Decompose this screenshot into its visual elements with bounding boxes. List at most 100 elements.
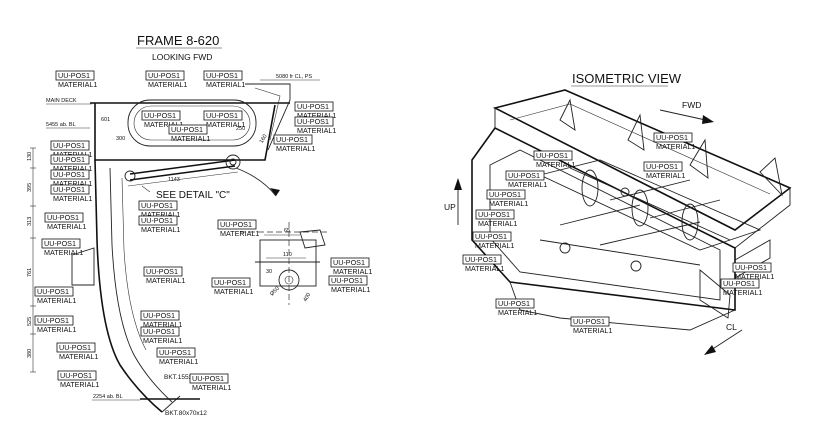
tag-material: MATERIAL1 xyxy=(297,111,336,120)
tag-material: MATERIAL1 xyxy=(220,229,259,238)
tag-material: MATERIAL1 xyxy=(59,352,98,361)
tag-material: MATERIAL1 xyxy=(44,248,83,257)
tag-material: MATERIAL1 xyxy=(141,210,180,219)
iso-pin-3 xyxy=(620,187,630,197)
up-arrowhead xyxy=(454,178,462,190)
iso-girder-3 xyxy=(649,199,721,219)
tag-material: MATERIAL1 xyxy=(171,134,210,143)
tag-part-number: UU-POS1 xyxy=(276,135,308,144)
dim-300: 300 xyxy=(116,136,125,142)
strut-pin-right-inner xyxy=(229,158,237,166)
tag-material: MATERIAL1 xyxy=(214,287,253,296)
tag-part-number: UU-POS1 xyxy=(508,171,540,180)
tag-part-number: UU-POS1 xyxy=(146,267,178,276)
iso-girder-2 xyxy=(609,179,691,201)
iso-strut-2 xyxy=(631,189,649,227)
up-label: UP xyxy=(444,202,456,212)
tag-material: MATERIAL1 xyxy=(276,144,315,153)
tag-part-number: UU-POS1 xyxy=(141,216,173,225)
tag-material: MATERIAL1 xyxy=(53,179,92,188)
strut-pin-left xyxy=(124,170,136,182)
tag-material: MATERIAL1 xyxy=(646,171,685,180)
tag-part-number: UU-POS1 xyxy=(723,279,755,288)
tag-material: MATERIAL1 xyxy=(146,276,185,285)
dim-130: 130 xyxy=(27,152,33,161)
frame-subtitle: LOOKING FWD xyxy=(152,52,212,62)
detail-pin-center xyxy=(284,275,294,285)
iso-pin-1 xyxy=(559,242,571,254)
tag-material: MATERIAL1 xyxy=(37,296,76,305)
tag-part-number: UU-POS1 xyxy=(478,210,510,219)
tag-part-number: UU-POS1 xyxy=(573,317,605,326)
tag-layer: UU-POS1MATERIAL1UU-POS1MATERIAL1UU-POS1M… xyxy=(34,70,774,392)
dim-313: 313 xyxy=(27,217,33,226)
tag-material: MATERIAL1 xyxy=(47,222,86,231)
tag-part-number: UU-POS1 xyxy=(53,141,85,150)
detail-c-section: 65 110 Ø50 30 400 xyxy=(240,222,330,305)
dim-5080: 5080 fr CL, PS xyxy=(276,74,312,80)
dim-30: 30 xyxy=(266,269,272,275)
tag-part-number: UU-POS1 xyxy=(331,276,363,285)
tag-part-number: UU-POS1 xyxy=(206,71,238,80)
tag-material: MATERIAL1 xyxy=(206,120,245,129)
hull-frame-flange xyxy=(121,177,147,351)
bracket-2-label: BKT.80x70x12 xyxy=(165,410,207,417)
tag-material: MATERIAL1 xyxy=(735,272,774,281)
bracket-web xyxy=(254,87,281,141)
tag-part-number: UU-POS1 xyxy=(656,133,688,142)
tag-material: MATERIAL1 xyxy=(53,150,92,159)
tag-material: MATERIAL1 xyxy=(475,241,514,250)
tag-part-number: UU-POS1 xyxy=(465,255,497,264)
main-deck-label: MAIN DECK xyxy=(46,98,77,104)
tag-part-number: UU-POS1 xyxy=(143,311,175,320)
dim-1143-line xyxy=(127,171,239,187)
dim-ticks xyxy=(30,147,36,373)
fwd-arrow-line xyxy=(659,109,711,122)
dim-250: 250 xyxy=(236,126,245,132)
tag-part-number: UU-POS1 xyxy=(47,213,79,222)
frame-view: FRAME 8-620 LOOKING FWD MAIN DECK 5080 f… xyxy=(27,33,320,417)
strut-pin-right xyxy=(225,154,241,170)
tag-part-number: UU-POS1 xyxy=(498,299,530,308)
dim-400: 400 xyxy=(303,292,313,303)
tag-material: MATERIAL1 xyxy=(148,80,187,89)
iso-knee-bracket xyxy=(699,269,731,319)
tag-part-number: UU-POS1 xyxy=(143,327,175,336)
strut-upper xyxy=(129,159,236,175)
bracket-1-label: BKT.155x125x12 xyxy=(164,374,214,381)
detail-c-leader xyxy=(235,167,277,197)
dim-65: 65 xyxy=(284,228,290,234)
tag-part-number: UU-POS1 xyxy=(297,102,329,111)
dim-110: 110 xyxy=(283,252,292,258)
dim-380: 380 xyxy=(27,349,33,358)
tag-part-number: UU-POS1 xyxy=(53,185,85,194)
iso-deck-stiffener xyxy=(509,103,771,195)
dim-50: Ø50 xyxy=(269,286,281,298)
tag-part-number: UU-POS1 xyxy=(735,263,767,272)
tag-part-number: UU-POS1 xyxy=(333,258,365,267)
detail-stub xyxy=(299,229,326,249)
tag-material: MATERIAL1 xyxy=(192,383,231,392)
